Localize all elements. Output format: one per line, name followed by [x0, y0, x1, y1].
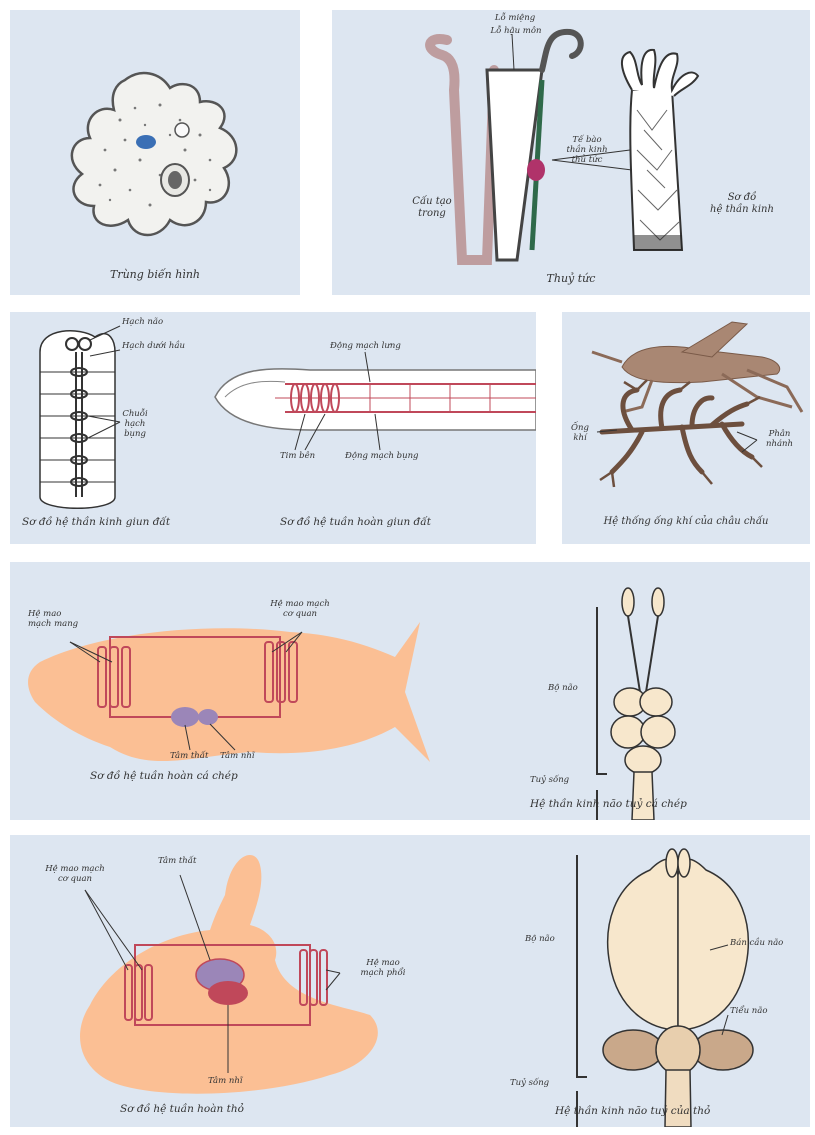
rabbit-spinal-cord-label: Tuỷ sống [510, 1079, 549, 1089]
rabbit-lung-capillary-label: Hệ mao mạch phổi [348, 959, 418, 979]
earthworm-panel: Hạch não Hạch dưới hầu Chuỗi hạch bụng Đ… [10, 312, 536, 544]
nucleus [136, 135, 156, 149]
amoeba-illustration [10, 10, 300, 295]
rabbit-brain-caption: Hệ thần kinh não tuỷ của thỏ [555, 1105, 710, 1117]
grasshopper-illustration [562, 312, 810, 544]
fish-circulatory-diagram [28, 622, 430, 762]
hydra-mouth-label: Lỗ miệng [480, 14, 550, 24]
fish-organ-capillary-label: Hệ mao mạch cơ quan [260, 600, 340, 620]
rabbit-brain-label: Bộ não [525, 935, 555, 945]
earthworm-circulatory-caption: Sơ đồ hệ tuần hoàn giun đất [280, 516, 431, 528]
fish-ventricle-label: Tâm thất [170, 752, 208, 762]
rabbit-organ-capillary-label: Hệ mao mạch cơ quan [30, 865, 120, 885]
rabbit-hemisphere-label: Bán cầu não [730, 939, 783, 949]
hydra-panel: Lỗ miệng Lỗ hậu môn Cấu tạo trong Tế bào… [332, 10, 810, 295]
amoeba-panel: Trùng biến hình [10, 10, 300, 295]
fish-brain-label: Bộ não [548, 684, 578, 694]
rabbit-illustration [10, 835, 810, 1127]
fish-brain-diagram [597, 588, 675, 820]
fish-gill-capillary-label: Hệ mao mạch mang [28, 610, 78, 630]
earthworm-nervous-caption: Sơ đồ hệ thần kinh giun đất [22, 516, 170, 528]
grasshopper-caption: Hệ thống ống khí của châu chấu [562, 516, 810, 527]
fish-brain-caption: Hệ thần kinh não tuỷ cá chép [530, 798, 687, 810]
fish-circulatory-caption: Sơ đồ hệ tuần hoàn cá chép [90, 770, 238, 782]
hydra-nerve-cell-label: Tế bào thần kinh thủ tức [557, 136, 617, 165]
fish-spinal-cord-label: Tuỷ sống [530, 776, 569, 786]
earthworm-dorsal-vessel-label: Động mạch lưng [330, 342, 401, 352]
rabbit-atrium-label: Tâm nhĩ [208, 1077, 243, 1087]
fish-panel: Hệ mao mạch mang Hệ mao mạch cơ quan Tâm… [10, 562, 810, 820]
rabbit-cerebellum-label: Tiểu não [730, 1007, 767, 1017]
rabbit-panel: Hệ mao mạch cơ quan Tâm thất Hệ mao mạch… [10, 835, 810, 1127]
earthworm-nervous-system [40, 326, 120, 508]
rabbit-brain-diagram [577, 849, 753, 1127]
hydra-caption: Thuỷ tức [332, 272, 810, 285]
fish-atrium-label: Tâm nhĩ [220, 752, 255, 762]
grasshopper-branch-label: Phân nhánh [757, 430, 802, 450]
nerve-cell [527, 159, 545, 181]
earthworm-side-hearts-label: Tim bên [280, 452, 315, 462]
amoeba-caption: Trùng biến hình [10, 268, 300, 281]
rabbit-ventricle-label: Tâm thất [158, 857, 196, 867]
earthworm-circulatory-system [215, 352, 536, 450]
rabbit-circulatory-diagram [80, 855, 378, 1094]
earthworm-ventral-chain-label: Chuỗi hạch bụng [110, 410, 160, 439]
earthworm-head-ganglion-label: Hạch dưới hầu [122, 342, 185, 352]
hydra-nervous-diagram-label: Sơ đồ hệ thần kinh [687, 192, 797, 215]
rabbit-circulatory-caption: Sơ đồ hệ tuần hoàn thỏ [120, 1103, 244, 1115]
earthworm-brain-label: Hạch não [122, 318, 163, 328]
hydra-structure-label: Cấu tạo trong [402, 196, 462, 219]
earthworm-ventral-vessel-label: Động mạch bụng [345, 452, 419, 462]
earthworm-illustration [10, 312, 536, 544]
grasshopper-panel: Ống khí Phân nhánh Hệ thống ống khí của … [562, 312, 810, 544]
hydra-anus-label: Lỗ hậu môn [476, 27, 556, 37]
grasshopper-trachea-label: Ống khí [564, 424, 596, 444]
